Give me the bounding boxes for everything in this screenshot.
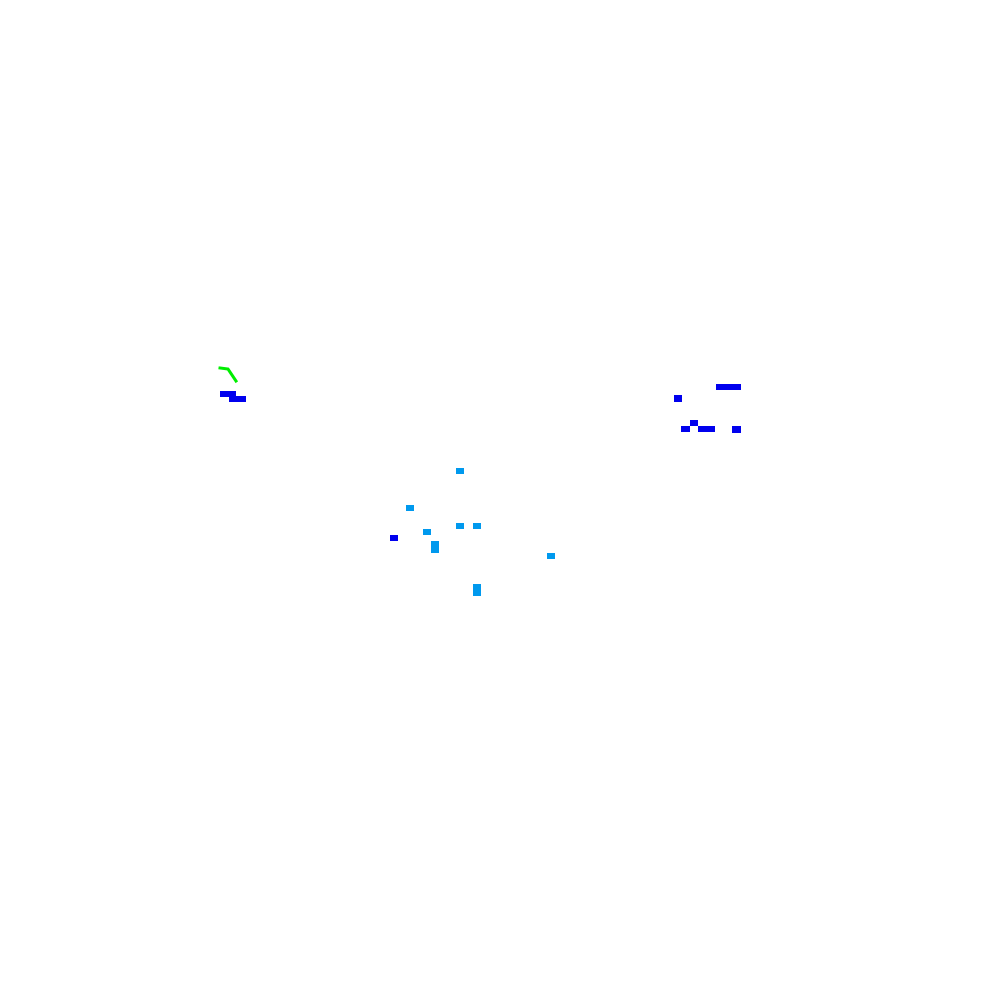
dark-blue-mark xyxy=(220,391,236,397)
dark-blue-mark xyxy=(732,426,741,433)
light-blue-mark xyxy=(431,541,439,553)
dark-blue-mark xyxy=(716,384,741,390)
light-blue-mark xyxy=(423,529,431,535)
light-blue-mark xyxy=(406,505,414,511)
dark-blue-mark xyxy=(390,535,398,541)
left-cluster xyxy=(218,366,246,402)
light-blue-mark xyxy=(473,523,481,529)
dark-blue-mark xyxy=(690,420,698,426)
green-stroke xyxy=(218,366,239,384)
light-blue-mark xyxy=(456,468,464,474)
center-cluster xyxy=(390,468,555,596)
light-blue-mark xyxy=(456,523,464,529)
right-cluster xyxy=(674,384,741,433)
dark-blue-mark xyxy=(698,426,715,432)
dark-blue-mark xyxy=(229,396,246,402)
light-blue-mark xyxy=(473,584,481,596)
light-blue-mark xyxy=(547,553,555,559)
dark-blue-mark xyxy=(674,395,682,402)
dark-blue-mark xyxy=(681,426,690,432)
